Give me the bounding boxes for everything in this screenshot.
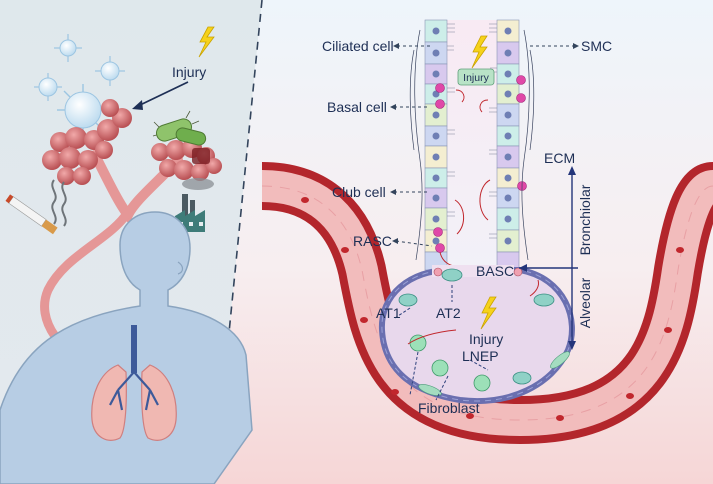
arrowhead <box>132 100 143 110</box>
basc-cells <box>433 267 523 277</box>
smc-label: SMC <box>581 38 612 54</box>
smoke-icon <box>51 179 67 227</box>
arrowhead <box>519 264 527 272</box>
lungs <box>91 325 177 441</box>
airway-lumen <box>447 20 497 270</box>
bacteria-icon <box>152 110 207 146</box>
panel-divider <box>213 0 263 484</box>
lnep-label: LNEP <box>462 348 499 364</box>
cigarette-icon <box>5 194 58 235</box>
red-blood-cells <box>301 197 684 421</box>
injury-label-left: Injury <box>172 64 206 80</box>
alveolar-epithelium <box>381 269 573 402</box>
injury-label-top: Injury <box>463 72 489 84</box>
alveoli-cluster-left <box>42 99 132 185</box>
red-flow-arrows <box>407 279 539 345</box>
right-epithelium <box>496 19 520 271</box>
cell-nuclei <box>432 27 512 245</box>
at2-cells <box>398 268 555 385</box>
ecm-label: ECM <box>544 150 575 166</box>
arrowhead <box>568 341 576 350</box>
virus-icon <box>34 73 62 101</box>
fibroblasts <box>418 351 570 396</box>
lightning-icon <box>471 35 488 69</box>
progenitor-cells <box>433 75 527 253</box>
fibroblast-label: Fibroblast <box>418 400 480 416</box>
ciliated-cell-label: Ciliated cell <box>322 38 394 54</box>
vessel-cells <box>261 185 713 421</box>
rasc-label: RASC <box>353 233 392 249</box>
smooth-muscle-fibers <box>409 29 535 261</box>
injury-badge <box>457 68 495 86</box>
alveoli-cluster-right <box>151 138 222 181</box>
lightning-icon <box>198 26 215 58</box>
basc-label: BASC <box>476 263 514 279</box>
label-arrowheads <box>390 43 579 244</box>
alveolar-label: Alveolar <box>577 277 593 328</box>
human-body <box>0 211 253 484</box>
virus-icon <box>54 34 82 62</box>
lnep-cells <box>409 334 491 392</box>
injury-label-alveolar: Injury <box>469 331 503 347</box>
bronchiolar-label: Bronchiolar <box>577 184 593 255</box>
at1-label: AT1 <box>376 305 401 321</box>
virus-icon <box>95 56 125 86</box>
basal-cell-label: Basal cell <box>327 99 387 115</box>
label-pointers <box>394 45 575 247</box>
injury-arrow-left <box>137 81 189 107</box>
lightning-icon <box>480 296 497 330</box>
flow-arrows <box>394 285 489 401</box>
cilia <box>447 23 497 239</box>
club-cell-label: Club cell <box>332 184 386 200</box>
at2-label: AT2 <box>436 305 461 321</box>
smoke-icon <box>182 178 214 190</box>
arrowhead <box>568 166 576 175</box>
